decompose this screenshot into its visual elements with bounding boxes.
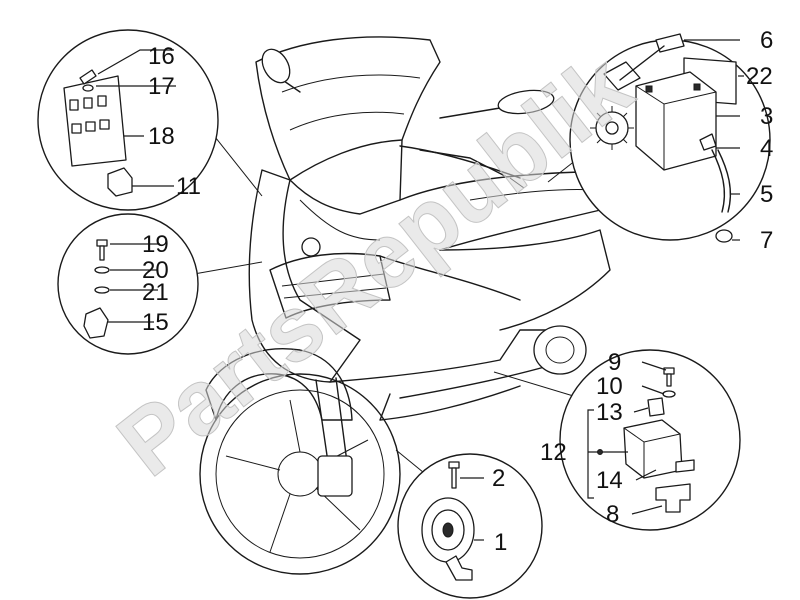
callout-9: 9	[608, 349, 621, 376]
callout-5: 5	[760, 181, 773, 208]
callout-20: 20	[142, 257, 169, 284]
callout-4: 4	[760, 135, 773, 162]
detail-bracket-circle	[57, 213, 199, 355]
callout-8: 8	[606, 501, 619, 528]
callout-11: 11	[176, 173, 201, 200]
detail-horn-circle	[397, 453, 543, 599]
callout-17: 17	[148, 73, 175, 100]
callout-21: 21	[142, 279, 169, 306]
callout-15: 15	[142, 309, 169, 336]
callout-2: 2	[492, 465, 505, 492]
callout-16: 16	[148, 43, 175, 70]
detail-regulator-circle	[559, 349, 741, 531]
callout-18: 18	[148, 123, 175, 150]
callout-3: 3	[760, 103, 773, 130]
scooter-illustration	[199, 36, 611, 575]
callout-6: 6	[760, 27, 773, 54]
callout-7: 7	[760, 227, 773, 254]
callout-22: 22	[746, 63, 773, 90]
gear-icon	[590, 106, 634, 150]
callout-12: 12	[540, 439, 567, 466]
detail-relay-circle	[37, 29, 219, 211]
callout-10: 10	[596, 373, 623, 400]
detail-battery-circle	[569, 33, 771, 243]
callout-19: 19	[142, 231, 169, 258]
callout-1: 1	[494, 529, 507, 556]
callout-13: 13	[596, 399, 623, 426]
callout-numbers: 16 17 18 11 19 20 21 15 6 22 3 4 5 7 9 1…	[142, 27, 773, 556]
callout-14: 14	[596, 467, 623, 494]
